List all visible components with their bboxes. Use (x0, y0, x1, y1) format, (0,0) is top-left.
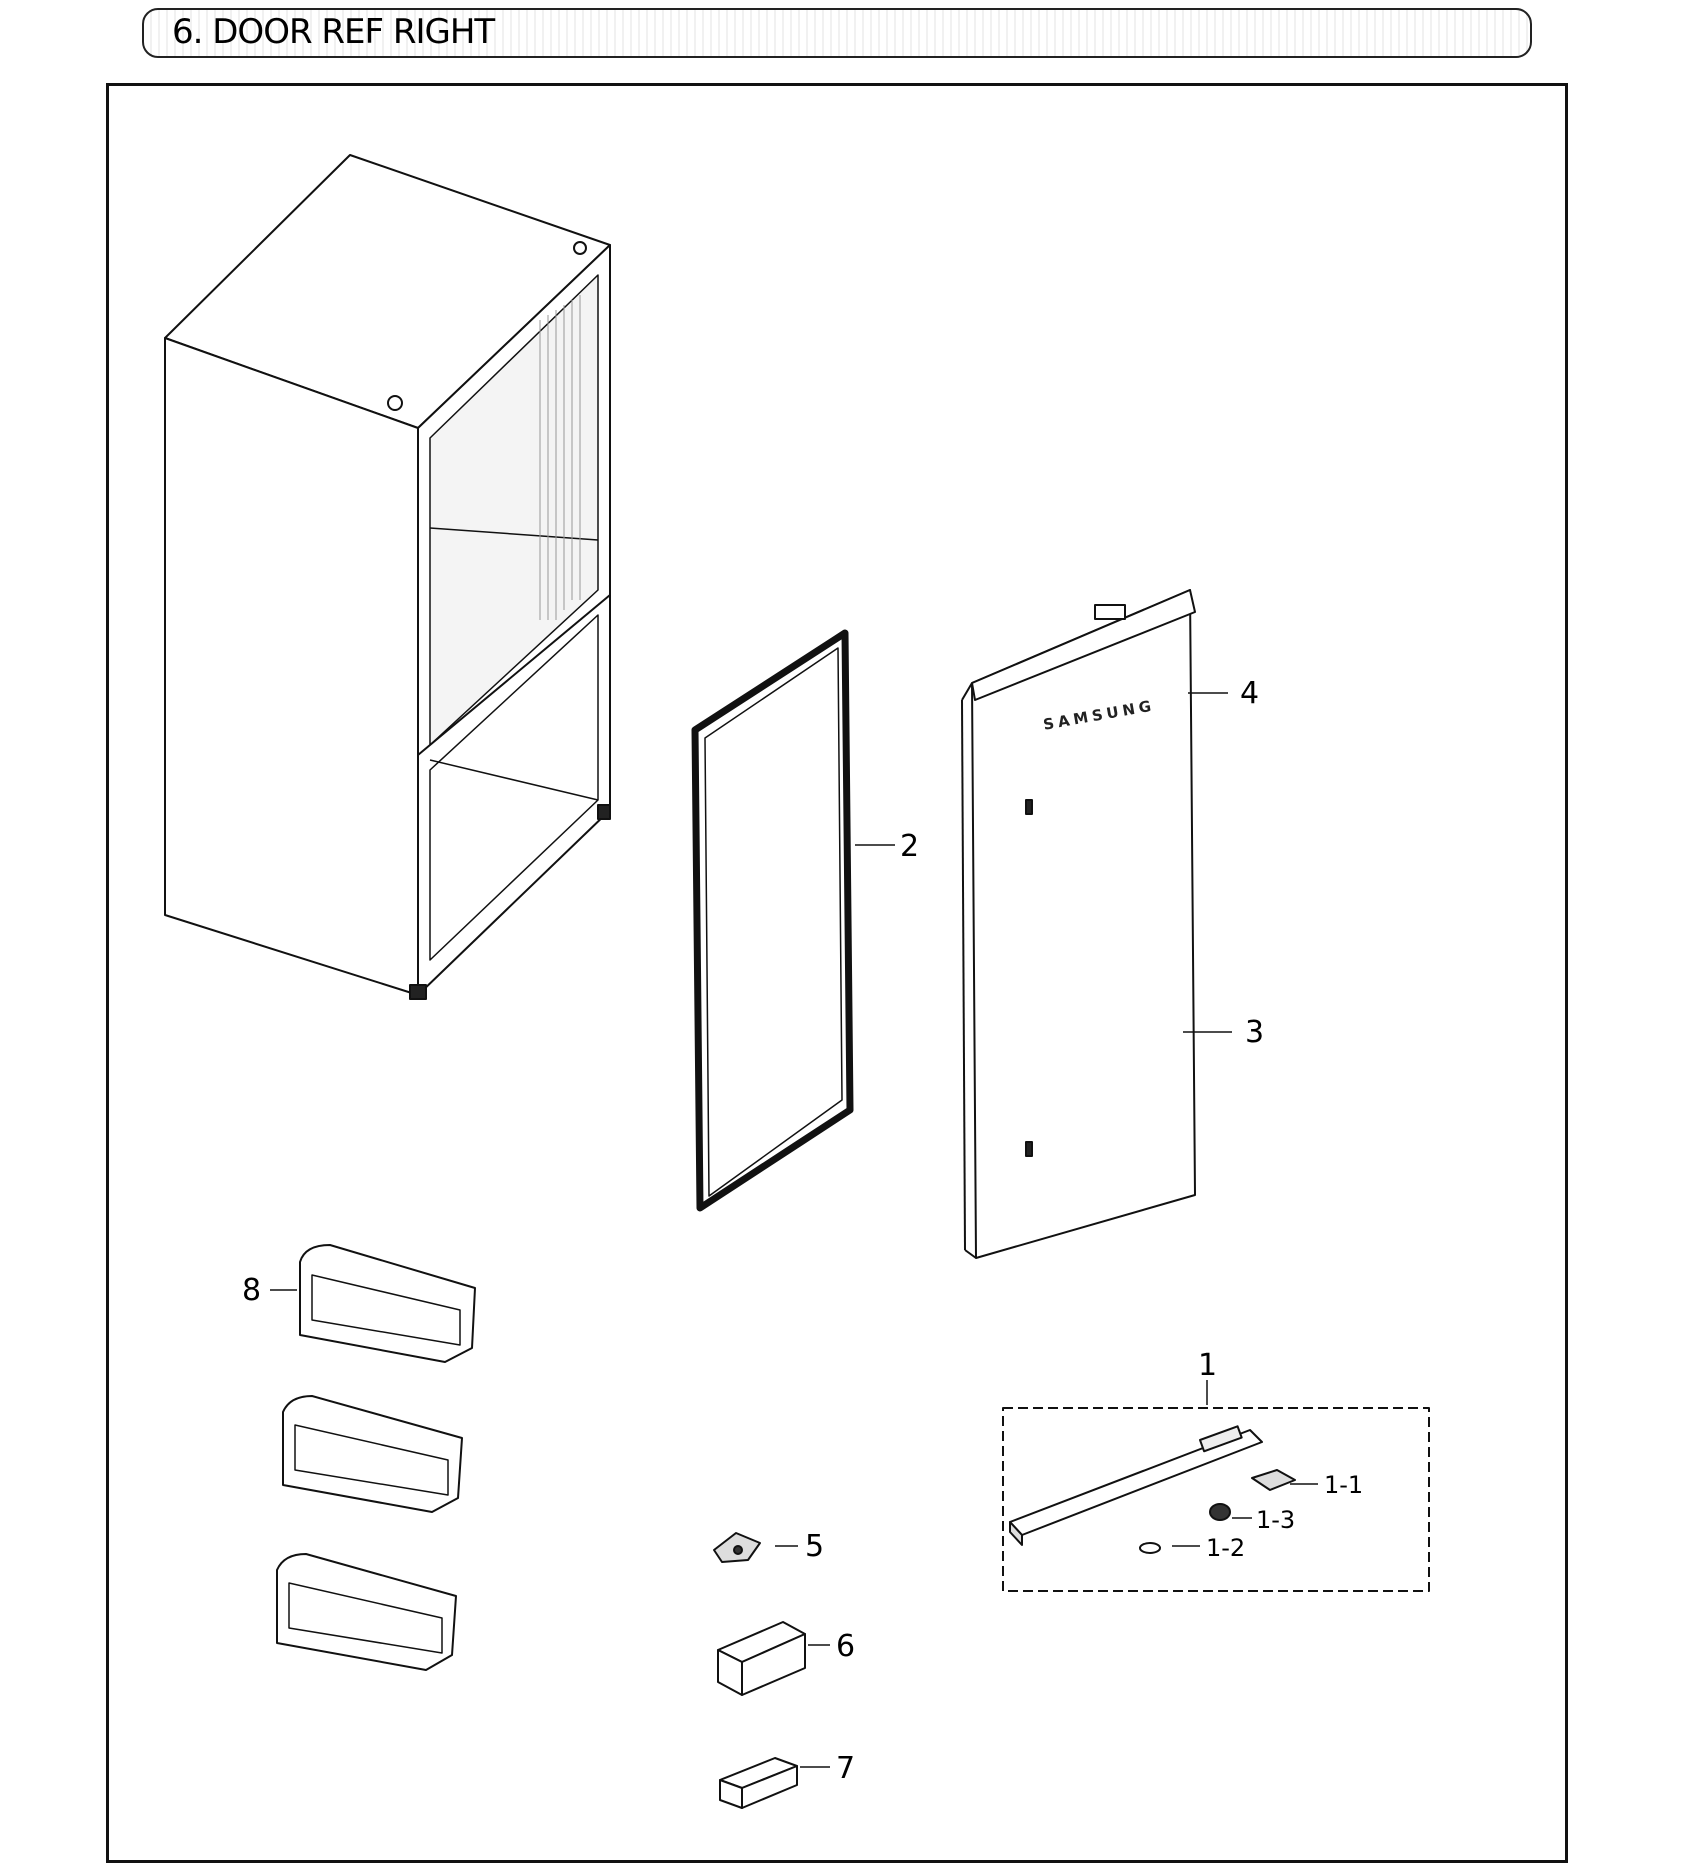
callout-1-1: 1-1 (1324, 1471, 1363, 1499)
callout-3: 3 (1245, 1015, 1264, 1050)
part-1-assembly-box (1002, 1407, 1430, 1592)
section-title: 6. DOOR REF RIGHT (172, 12, 495, 52)
door-gasket (691, 629, 854, 1212)
callout-6: 6 (836, 1629, 855, 1664)
callout-4: 4 (1240, 676, 1259, 711)
callout-1-2: 1-2 (1206, 1534, 1245, 1562)
part-5-hinge-piece (713, 1532, 761, 1563)
part-1-hinge-cover (1009, 1425, 1263, 1546)
part-1-2-washer (1139, 1542, 1161, 1554)
door-bin-2 (282, 1395, 463, 1513)
leader-lines (270, 692, 1318, 1768)
callout-8: 8 (242, 1273, 261, 1308)
section-header-bar (142, 8, 1532, 58)
door-bin-3 (276, 1553, 457, 1671)
part-1-3-roller (1209, 1503, 1231, 1521)
refrigerator-door (961, 589, 1196, 1259)
callout-1: 1 (1198, 1348, 1217, 1383)
callout-5: 5 (805, 1529, 824, 1564)
part-1-1-plate (1251, 1469, 1296, 1491)
part-7-block (719, 1757, 798, 1809)
callout-2: 2 (900, 829, 919, 864)
part-6-block (717, 1621, 806, 1696)
callout-7: 7 (836, 1751, 855, 1786)
refrigerator-cabinet (164, 154, 611, 1000)
callout-1-3: 1-3 (1256, 1506, 1295, 1534)
door-bin-1 (299, 1244, 476, 1363)
